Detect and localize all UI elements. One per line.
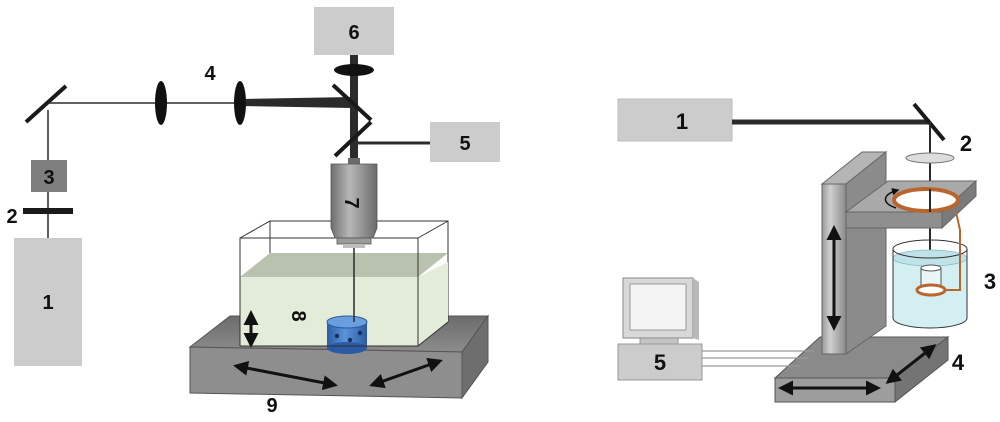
left-camera-lens <box>334 64 374 76</box>
right-rotation-arrow <box>884 188 900 209</box>
left-objective-tip <box>343 244 365 248</box>
right-focus-lens <box>905 152 955 164</box>
left-label-stage: 9 <box>266 395 277 417</box>
left-label-attenuator: 3 <box>43 167 54 189</box>
right-monitor-stand <box>639 337 679 345</box>
right-computer-box <box>617 343 703 381</box>
left-stage-arrow-x <box>233 360 338 391</box>
left-stage-side <box>461 314 489 400</box>
left-sample-hole-2 <box>347 337 353 343</box>
right-copper-wire <box>945 211 961 291</box>
right-label-mirror: 2 <box>960 131 972 156</box>
right-column-side <box>845 150 887 355</box>
left-liquid-body <box>240 262 448 346</box>
left-camera-box <box>314 7 394 55</box>
right-base-front <box>774 377 896 403</box>
left-dichroic-2 <box>333 120 373 158</box>
left-sample-top <box>326 315 368 329</box>
right-base-arrow-y <box>885 344 937 384</box>
left-container-top-right <box>417 220 449 239</box>
left-container-bottom-right <box>417 321 449 347</box>
left-label-camera: 6 <box>348 22 359 44</box>
right-laser-box <box>617 98 733 142</box>
right-rotation-ring <box>892 187 960 213</box>
left-illumination-box <box>430 122 500 162</box>
left-stage-front <box>189 346 463 399</box>
left-sample-hole-3 <box>357 330 363 336</box>
left-label-sample: 8 <box>287 310 309 321</box>
right-setup: 1 2 4 <box>617 98 996 404</box>
left-liquid-surface <box>240 253 448 277</box>
right-beaker-bottom <box>892 317 968 329</box>
left-shutter <box>23 208 73 214</box>
left-sample-bottom <box>327 342 367 354</box>
right-arm-front <box>845 211 943 229</box>
left-beam-expanded <box>240 97 352 108</box>
left-telescope-lens-1 <box>155 81 167 125</box>
right-label-stage: 4 <box>952 350 965 375</box>
left-laser-box <box>14 238 82 366</box>
right-sample-ring <box>915 283 947 297</box>
left-label-illumination: 5 <box>459 133 470 155</box>
left-objective-ring <box>336 237 372 245</box>
left-label-objective: 7 <box>340 197 362 208</box>
right-label-cell: 3 <box>984 269 996 294</box>
left-attenuator-box <box>31 160 67 192</box>
left-setup: 1 2 3 4 6 5 <box>6 7 500 417</box>
right-holder-top <box>920 264 942 272</box>
right-monitor-screen <box>629 283 687 331</box>
left-objective-body <box>330 163 378 239</box>
left-container-front <box>239 237 419 346</box>
right-label-computer: 5 <box>654 350 666 375</box>
left-label-shutter: 2 <box>6 206 17 228</box>
right-monitor-side <box>693 278 699 340</box>
right-beaker-rim <box>892 239 968 259</box>
right-label-laser: 1 <box>676 109 688 134</box>
left-sample-hole-1 <box>334 333 340 339</box>
left-objective-neck <box>348 158 360 164</box>
left-dichroic-1 <box>331 83 373 122</box>
left-stage-arrow-y <box>369 357 443 389</box>
left-beam-column <box>350 55 358 165</box>
left-label-telescope: 4 <box>204 63 216 85</box>
right-arm-side <box>941 179 977 230</box>
left-telescope-lens-2 <box>234 81 246 125</box>
left-mirror-1 <box>24 84 68 124</box>
left-label-laser: 1 <box>42 292 53 314</box>
